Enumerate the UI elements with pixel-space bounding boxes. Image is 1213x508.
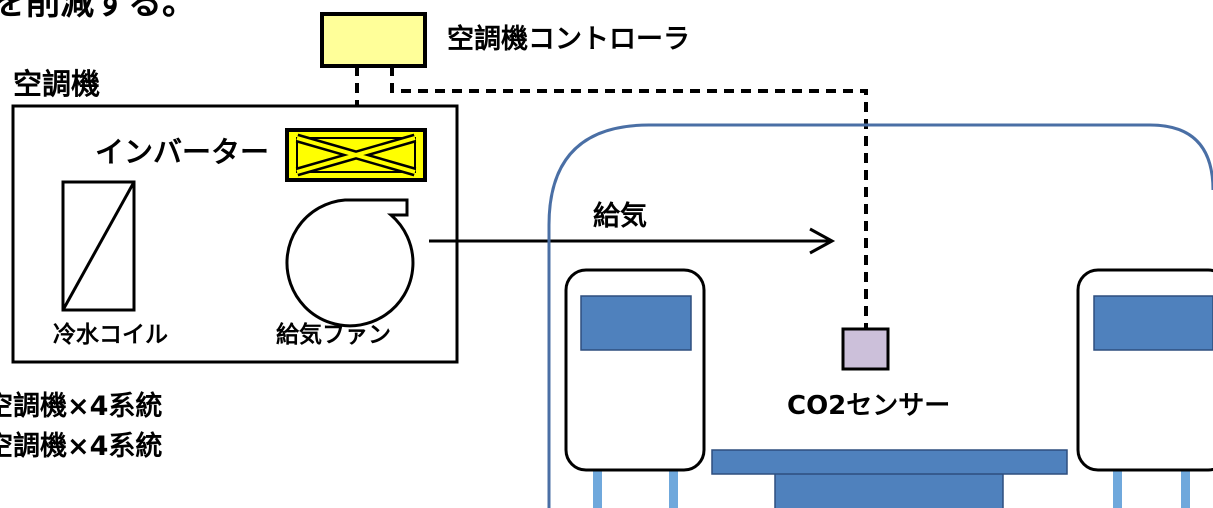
control-line-sensor	[390, 66, 868, 329]
room-outline	[547, 123, 1213, 508]
supply-air-arrow	[429, 227, 836, 255]
table	[711, 449, 1068, 508]
controller-box	[320, 12, 427, 68]
coil-symbol	[61, 180, 136, 312]
note-line-2: 空調機×4系統	[0, 431, 163, 462]
co2-sensor-box	[841, 327, 890, 371]
inverter-label: インバーター	[95, 135, 270, 169]
note-line-1: 空調機×4系統	[0, 391, 163, 422]
supply-air-label: 給気	[593, 201, 647, 232]
controller-label: 空調機コントローラ	[447, 24, 690, 55]
header-text-fragment: を削減する。	[0, 0, 196, 23]
fan-label: 給気ファン	[276, 322, 391, 348]
fan-symbol	[285, 198, 415, 328]
right-cabinet	[1076, 268, 1213, 508]
ahu-label: 空調機	[13, 67, 101, 101]
co2-sensor-label: CO2センサー	[787, 391, 951, 421]
left-cabinet	[564, 268, 706, 508]
inverter-symbol	[285, 128, 427, 182]
coil-label: 冷水コイル	[53, 322, 168, 348]
